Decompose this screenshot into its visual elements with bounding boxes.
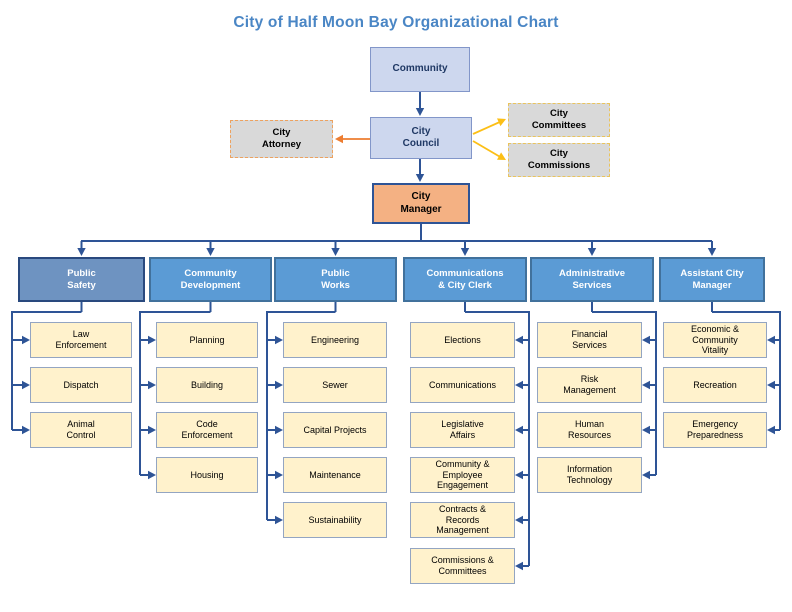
org-box-building: Building [156,367,258,403]
org-box-sustainability: Sustainability [283,502,387,538]
org-box-housing: Housing [156,457,258,493]
org-box-risk-management: Risk Management [537,367,642,403]
org-box-law-enforcement: Law Enforcement [30,322,132,358]
city-commissions-box: City Commissions [508,143,610,177]
org-box-dispatch: Dispatch [30,367,132,403]
city-manager-box: City Manager [372,183,470,224]
org-box-economic-community-vitality: Economic & Community Vitality [663,322,767,358]
org-box-recreation: Recreation [663,367,767,403]
org-box-commissions-committees: Commissions & Committees [410,548,515,584]
org-box-human-resources: Human Resources [537,412,642,448]
city-committees-box: City Committees [508,103,610,137]
dept-header-communications-city-clerk: Communications & City Clerk [403,257,527,302]
org-box-communications: Communications [410,367,515,403]
org-box-legislative-affairs: Legislative Affairs [410,412,515,448]
city-council-box: City Council [370,117,472,159]
org-box-financial-services: Financial Services [537,322,642,358]
org-box-elections: Elections [410,322,515,358]
org-box-capital-projects: Capital Projects [283,412,387,448]
org-box-planning: Planning [156,322,258,358]
org-box-contracts-records-management: Contracts & Records Management [410,502,515,538]
page-title: City of Half Moon Bay Organizational Cha… [233,14,559,31]
dept-header-community-development: Community Development [149,257,272,302]
dept-header-public-safety: Public Safety [18,257,145,302]
dept-header-administrative-services: Administrative Services [530,257,654,302]
org-box-emergency-preparedness: Emergency Preparedness [663,412,767,448]
city-attorney-box: City Attorney [230,120,333,158]
org-box-engineering: Engineering [283,322,387,358]
org-box-community-employee-engagement: Community & Employee Engagement [410,457,515,493]
org-box-information-technology: Information Technology [537,457,642,493]
org-box-code-enforcement: Code Enforcement [156,412,258,448]
community-box: Community [370,47,470,92]
org-box-animal-control: Animal Control [30,412,132,448]
org-box-maintenance: Maintenance [283,457,387,493]
dept-header-assistant-city-manager: Assistant City Manager [659,257,765,302]
org-box-sewer: Sewer [283,367,387,403]
dept-header-public-works: Public Works [274,257,397,302]
